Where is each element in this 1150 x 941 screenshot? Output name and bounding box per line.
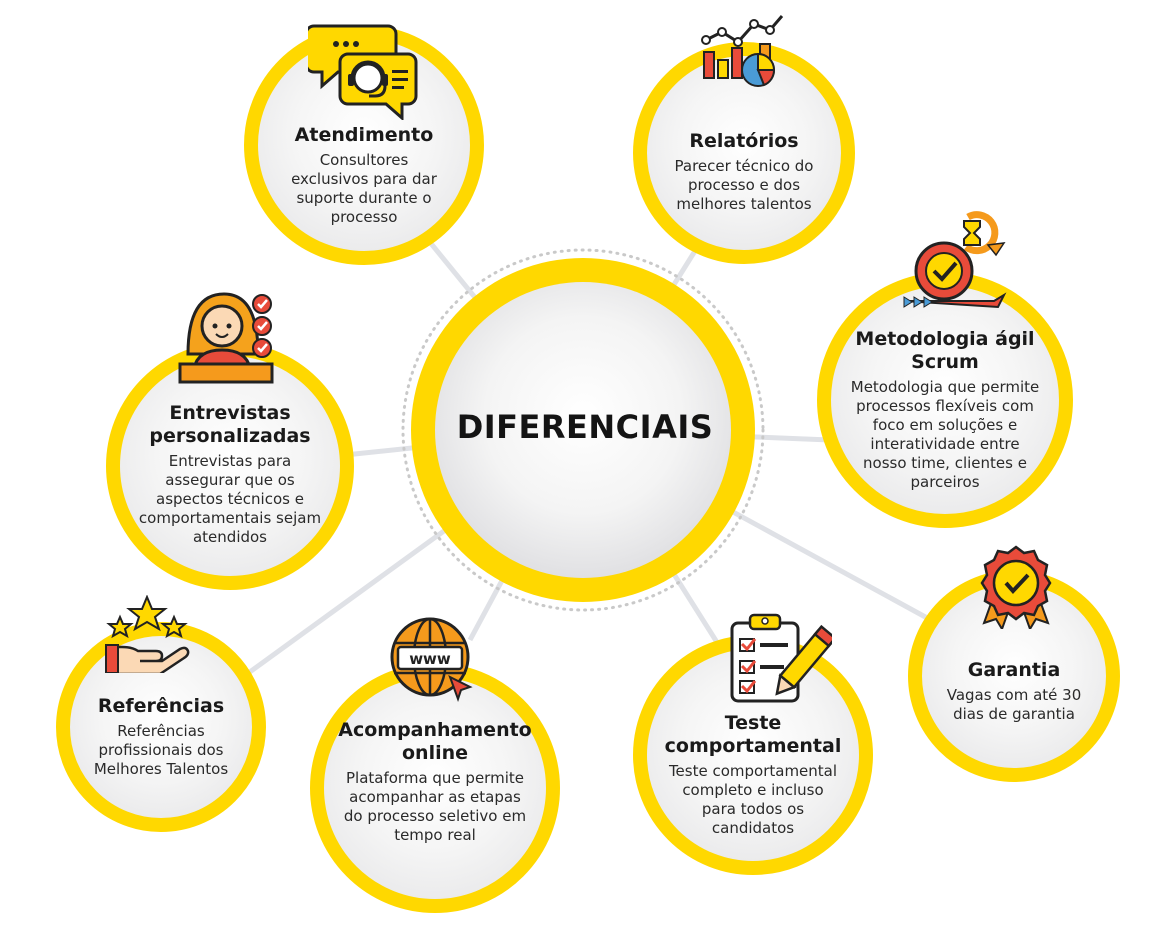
badge-check-icon — [980, 545, 1052, 629]
checklist-pencil-icon — [730, 613, 832, 703]
node-description: Consultores exclusivos para dar suporte … — [291, 150, 437, 226]
www-glyph-text: www — [409, 650, 451, 668]
node-description: Referências profissionais dos Melhores T… — [93, 722, 229, 778]
node-title: Atendimento — [294, 123, 434, 146]
node-description: Metodologia que permite processos flexív… — [850, 378, 1040, 491]
node-title: Metodologia ágil Scrum — [855, 328, 1035, 373]
hub-label: DIFERENCIAIS — [456, 408, 714, 446]
node-title: Teste comportamental — [664, 712, 842, 757]
node-description: Vagas com até 30 dias de garantia — [946, 685, 1082, 723]
node-title: Referências — [97, 695, 225, 717]
node-title: Relatórios — [689, 130, 799, 152]
node-title: Entrevistas personalizadas — [149, 401, 311, 447]
node-description: Teste comportamental completo e incluso … — [668, 762, 838, 837]
hub-dotted-ring — [401, 248, 765, 612]
report-chart-icon — [701, 15, 784, 87]
node-title: Garantia — [967, 658, 1061, 681]
agile-cycle-icon — [903, 211, 1007, 309]
node-description: Plataforma que permite acompanhar as eta… — [343, 769, 527, 844]
www-globe-icon: www — [390, 617, 473, 703]
node-description: Entrevistas para assegurar que os aspect… — [138, 451, 322, 546]
hub-inner-disc — [435, 282, 731, 578]
node-description: Parecer técnico do processo e dos melhor… — [674, 157, 814, 213]
stars-hand-icon — [105, 595, 190, 673]
node-title: Acompanhamento online — [338, 719, 532, 764]
interviewer-icon — [178, 292, 274, 384]
headset-chat-icon — [308, 24, 418, 120]
